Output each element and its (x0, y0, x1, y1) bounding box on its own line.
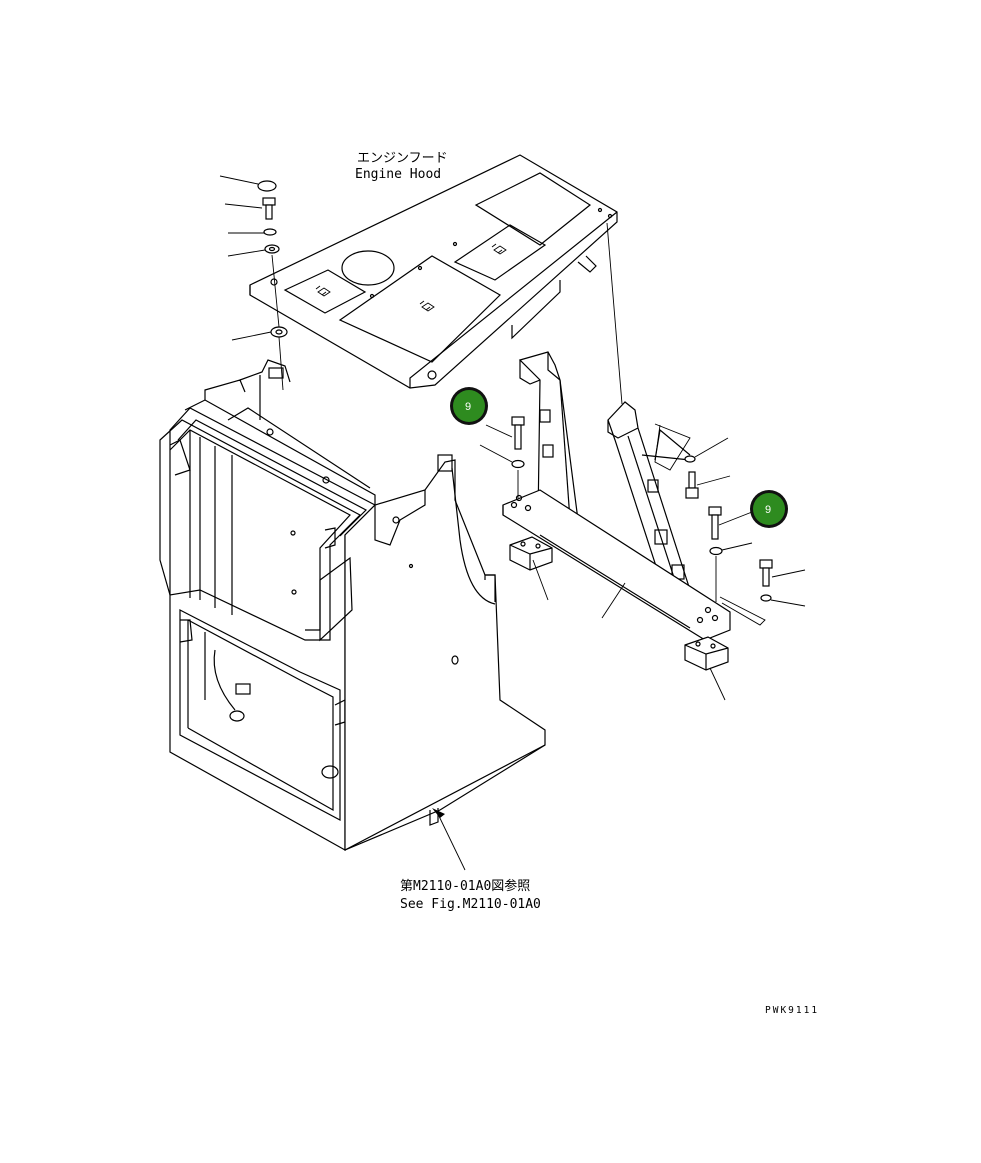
side-panel (319, 454, 546, 851)
engine-hood-label-jp: エンジンフード (357, 151, 448, 166)
callout-9-left[interactable]: 9 (450, 387, 488, 425)
hood-fastener-stack (219, 175, 288, 391)
see-fig-label-jp: 第M2110-01A0図参照 (400, 878, 530, 894)
see-fig-label-en: See Fig.M2110-01A0 (400, 897, 541, 912)
front-frame (159, 359, 377, 852)
bolt-c (708, 506, 722, 540)
engine-hood (249, 154, 618, 389)
leader-lines (479, 424, 806, 701)
callout-9-right[interactable]: 9 (750, 490, 788, 528)
flat-washer (264, 244, 280, 254)
washer-b (684, 455, 696, 463)
cap-plug (257, 180, 277, 192)
mount-block-right (684, 636, 729, 671)
washer-a (511, 459, 525, 469)
callout-number: 9 (765, 504, 771, 516)
bracket-fasteners (511, 416, 773, 602)
bolt-d (759, 559, 773, 587)
rubber-mount (270, 326, 288, 338)
callout-disc (453, 390, 485, 422)
bolt-a (511, 416, 525, 450)
drawing-code: PWK9111 (765, 1005, 819, 1016)
cross-member (502, 489, 731, 641)
bolt-b (685, 471, 699, 499)
rubber-mount-blocks (509, 536, 729, 671)
callout-disc (753, 493, 785, 525)
callout-number: 9 (465, 401, 471, 413)
washer-d (760, 594, 772, 602)
assembly-lines (432, 222, 766, 871)
mount-block-left (509, 536, 553, 571)
engine-hood-label-en: Engine Hood (355, 167, 441, 182)
lock-washer (263, 228, 277, 236)
hood-bolt (262, 197, 276, 220)
washer-c (709, 546, 723, 556)
